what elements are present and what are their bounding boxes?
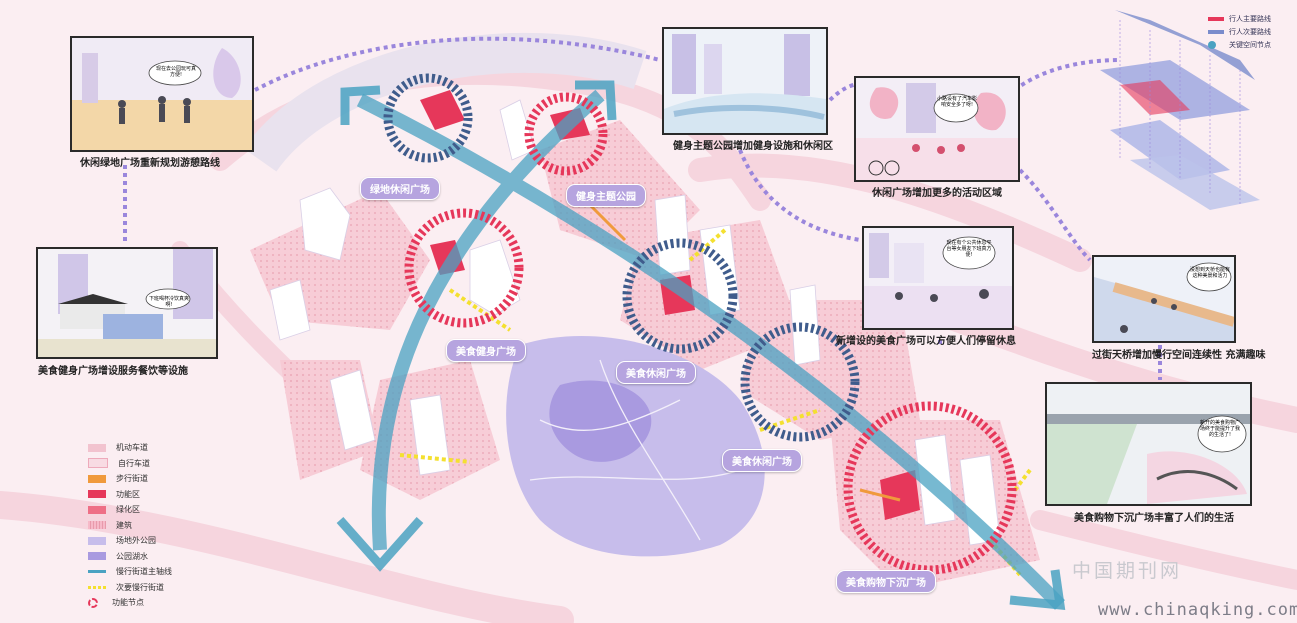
card-illustration <box>856 78 1018 180</box>
label-green-leisure-plaza: 绿地休闲广场 <box>360 177 440 200</box>
legend-label: 公园湖水 <box>116 551 148 561</box>
card-caption: 休闲绿地广场重新规划游憩路线 <box>80 158 220 169</box>
legend-item: 机动车道 <box>88 440 208 456</box>
legend-swatch <box>88 490 106 499</box>
map-legend: 机动车道 自行车道 步行街道 功能区 绿化区 建筑 场地外公园 公园湖水 慢行街… <box>88 440 208 611</box>
axis-arrowheads <box>336 80 1066 611</box>
park-paths <box>529 359 741 541</box>
card-connectors <box>123 36 1162 380</box>
legend-item: 功能区 <box>88 487 208 503</box>
speech-bubble: 现在去公园玩可真方便! <box>155 66 196 78</box>
legend-swatch <box>88 474 106 483</box>
axon-legend-swatch <box>1208 29 1224 34</box>
card-caption: 美食健身广场增设服务餐饮等设施 <box>38 366 188 377</box>
axon-legend-item: 关键空间节点 <box>1208 38 1271 51</box>
card-caption: 健身主题公园增加健身设施和休闲区 <box>673 141 833 152</box>
legend-item: 公园湖水 <box>88 549 208 565</box>
legend-swatch <box>88 597 98 608</box>
legend-label: 建筑 <box>116 520 132 530</box>
card-illustration <box>38 249 216 357</box>
card-caption: 过街天桥增加慢行空间连续性 充满趣味 <box>1092 350 1266 361</box>
legend-label: 功能节点 <box>112 598 144 608</box>
legend-label: 次要慢行街道 <box>116 582 164 592</box>
node-ring-5 <box>740 322 860 442</box>
park-lake <box>549 380 652 462</box>
card-illustration <box>1094 257 1234 341</box>
legend-item: 场地外公园 <box>88 533 208 549</box>
north-road <box>243 32 647 173</box>
legend-label: 功能区 <box>116 489 140 499</box>
legend-label: 场地外公园 <box>116 536 156 546</box>
label-fitness-park: 健身主题公园 <box>566 184 646 207</box>
axonometric-diagram <box>1100 10 1260 210</box>
node-ring-1 <box>383 73 473 163</box>
card-caption: 新增设的美食广场可以方便人们停留休息 <box>836 336 1016 347</box>
label-food-leisure-plaza-2: 美食休闲广场 <box>722 449 802 472</box>
card-illustration <box>664 29 826 133</box>
main-axes <box>356 89 1065 610</box>
card-sunken-plaza: 新开的美食购物广场终于能提升了我的生活了! <box>1045 382 1252 506</box>
watermark-cn: 中国期刊网 <box>1072 560 1183 582</box>
card-pedestrian-bridge: 没想到天桥也能有这种美景和活力 <box>1092 255 1236 343</box>
legend-item: 次要慢行街道 <box>88 580 208 596</box>
legend-swatch <box>88 585 106 589</box>
legend-label: 步行街道 <box>116 474 148 484</box>
legend-swatch <box>88 570 106 574</box>
card-leisure-green-plaza: 现在去公园玩可真方便! <box>70 36 254 152</box>
node-ring-4 <box>622 238 738 354</box>
speech-bubble: 新开的美食购物广场终于能提升了我的生活了! <box>1200 420 1241 438</box>
axonometric-legend: 行人主要路线 行人次要路线 关键空间节点 <box>1208 12 1271 51</box>
speech-bubble: 下班喝杯冷饮真爽啊! <box>148 296 189 308</box>
node-ring-3 <box>404 208 524 328</box>
legend-item: 绿化区 <box>88 502 208 518</box>
axon-legend-label: 行人次要路线 <box>1229 27 1271 36</box>
card-new-food-plaza: 现在有个公共休息平台等女朋友下班真方便! <box>862 226 1014 330</box>
legend-label: 机动车道 <box>116 443 148 453</box>
axon-legend-item: 行人主要路线 <box>1208 12 1271 25</box>
legend-label: 绿化区 <box>116 505 140 515</box>
card-caption: 美食购物下沉广场丰富了人们的生活 <box>1074 513 1234 524</box>
legend-swatch <box>88 521 106 530</box>
card-food-fitness: 下班喝杯冷饮真爽啊! <box>36 247 218 359</box>
legend-swatch <box>88 458 108 469</box>
watermark-url: www.chinaqking.com <box>1098 600 1297 620</box>
legend-label: 自行车道 <box>118 458 150 468</box>
card-leisure-plaza: 小路设有了汽车影响安全多了呀! <box>854 76 1020 182</box>
label-food-fitness-plaza: 美食健身广场 <box>446 339 526 362</box>
legend-swatch <box>88 505 106 514</box>
node-ring-2 <box>524 92 608 176</box>
legend-item: 建筑 <box>88 518 208 534</box>
axon-legend-label: 行人主要路线 <box>1229 14 1271 23</box>
card-illustration <box>1047 384 1250 504</box>
legend-item: 慢行街道主轴线 <box>88 564 208 580</box>
card-caption: 休闲广场增加更多的活动区域 <box>872 188 1002 199</box>
card-illustration <box>864 228 1012 328</box>
card-fitness-park <box>662 27 828 135</box>
axon-legend-swatch <box>1208 16 1224 21</box>
legend-swatch <box>88 552 106 561</box>
axon-legend-swatch <box>1208 40 1216 49</box>
pedestrian-streets <box>588 203 901 502</box>
card-illustration <box>72 38 252 150</box>
speech-bubble: 小路设有了汽车影响安全多了呀! <box>936 96 977 108</box>
legend-swatch <box>88 536 106 545</box>
axon-legend-item: 行人次要路线 <box>1208 25 1271 38</box>
legend-item: 自行车道 <box>88 456 208 472</box>
label-food-leisure-plaza-1: 美食休闲广场 <box>616 361 696 384</box>
axon-legend-label: 关键空间节点 <box>1229 40 1271 49</box>
legend-item: 步行街道 <box>88 471 208 487</box>
label-sunken-plaza: 美食购物下沉广场 <box>836 570 936 593</box>
speech-bubble: 现在有个公共休息平台等女朋友下班真方便! <box>946 240 992 258</box>
speech-bubble: 没想到天桥也能有这种美景和活力 <box>1190 267 1231 279</box>
legend-swatch <box>88 443 106 452</box>
legend-item: 功能节点 <box>88 595 208 611</box>
legend-label: 慢行街道主轴线 <box>116 567 172 577</box>
